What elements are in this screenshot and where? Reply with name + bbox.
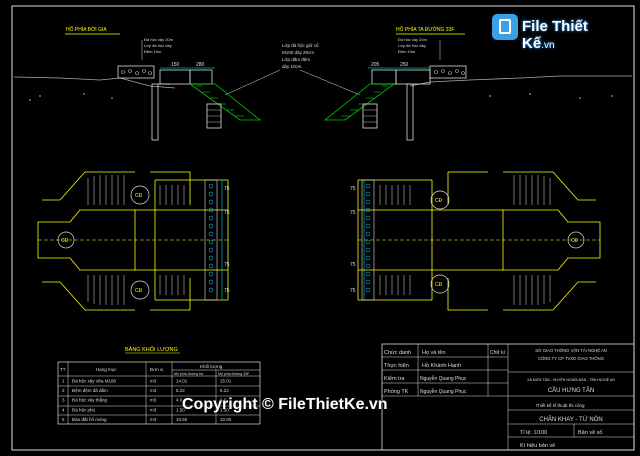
center-note: Lớp đá hộc giữ cố M100 dày 25cm Lớp dăm … <box>224 43 361 96</box>
tb-role-4: Phòng TK <box>384 389 409 395</box>
section-right-title: HỐ PHÍA TA ĐƯỜNG 33F <box>396 26 454 33</box>
center-note-4: dày 10cm <box>282 64 302 69</box>
section-right-note-2: Lớp đá hộc dày <box>398 43 426 48</box>
qt-cell-r2-c5: 5.22 <box>220 388 229 393</box>
qt-cell-r5-c5: 10.00 <box>220 417 232 422</box>
plan-right-dim-3: 75 <box>350 262 356 268</box>
qt-header-item: Hạng mục <box>96 367 117 372</box>
qt-cell-r1-c2: Đá hộc xây vữa M100 <box>72 379 117 384</box>
plan-left-dim-2: 75 <box>224 210 230 216</box>
plan-left-circle-3: CĐ <box>61 238 69 244</box>
plan-left-circle-2: CĐ <box>135 288 143 294</box>
qt-header-unit: Đơn vị <box>150 367 163 372</box>
qt-cell-r5-c2: Đào đất hố móng <box>72 417 107 422</box>
qt-cell-r4-c3: m3 <box>150 407 157 412</box>
plan-right: CĐ CĐ CĐ 75 75 75 75 <box>350 171 601 311</box>
qt-cell-r5-c4: 10.55 <box>176 417 188 422</box>
plan-right-circle-3: CĐ <box>571 238 579 244</box>
plan-right-dim-2: 75 <box>350 210 356 216</box>
qt-cell-r5-c3: m3 <box>150 417 157 422</box>
tb-agency: SỞ GIAO THÔNG VẬN TẢI NGHỆ AN <box>535 348 607 353</box>
tb-drawing-title: CHÂN KHAY - TỨ NÓN <box>539 416 602 423</box>
title-block: Chức danh Họ và tên Chữ kí Thực hiện Hồ … <box>381 343 635 451</box>
tb-design-stage: Thiết kế kĩ thuật thi công <box>535 403 585 408</box>
tb-name-3: Nguyễn Quang Phục <box>420 375 467 382</box>
qt-cell-r1-c3: m3 <box>150 379 157 384</box>
section-right-dim-1: 205 <box>371 62 380 68</box>
section-left-dim-2: 280 <box>196 62 205 68</box>
center-note-3: Lớp dăm đệm <box>282 57 310 62</box>
tb-sheet-no: Bản vẽ số <box>578 430 602 436</box>
qt-cell-r2-c1: 2 <box>62 388 65 393</box>
section-right-note-3: Đệm 10m <box>398 49 416 54</box>
qt-subheader-1: Mố phía đường bờ <box>174 372 204 376</box>
qt-cell-r4-c5: 1.50 <box>220 407 229 412</box>
qt-cell-r3-c2: Đá hộc xây thẳng <box>72 397 108 403</box>
filethietke-logo: File Thiết Kế.vn <box>492 14 616 52</box>
tb-company: CÔNG TY CP TVXD GIAO THÔNG <box>538 356 604 361</box>
qt-cell-r2-c4: 5.22 <box>176 388 185 393</box>
tb-name-1: Họ và tên <box>422 350 446 356</box>
section-left-title: HỐ PHÍA BỜI GIA <box>66 26 107 33</box>
plan-left: CĐ CĐ CĐ 75 75 75 75 <box>37 171 230 311</box>
section-left-note-1: Đá hộc xây 20m <box>144 37 174 42</box>
qt-cell-r4-c2: Đá hộc phủ <box>72 406 96 412</box>
section-left-note-2: Lớp đá hộc dày <box>144 43 172 48</box>
center-note-2: M100 dày 25cm <box>282 50 314 55</box>
tb-name-4: Nguyễn Quang Phục <box>420 388 467 395</box>
qt-cell-r3-c3: m3 <box>150 398 157 403</box>
plan-left-circle-1: CĐ <box>135 193 143 199</box>
section-right-dim-2: 250 <box>400 62 409 68</box>
qt-cell-r2-c2: Đệm đệm đá dăm <box>72 388 108 393</box>
qt-cell-r3-c5: 6.0 <box>220 398 227 403</box>
tb-symbol: Kí hiệu bản vẽ <box>520 443 555 449</box>
plan-left-dim-3: 75 <box>224 262 230 268</box>
tb-project: XÂ ĐIỂN TÂN - HUYỆN NGHĨA ĐÀN - TỈNH NGH… <box>527 377 615 382</box>
tb-scale: Tỉ lệ: 1/100 <box>520 429 547 436</box>
qt-cell-r1-c5: 15.01 <box>220 379 232 384</box>
tb-role-1: Chức danh <box>384 350 411 356</box>
copyright-watermark: Copyright © FileThietKe.vn <box>182 396 388 413</box>
quantity-table: BẢNG KHỐI LƯỢNG TT Hạng mục Đơn vị Khối … <box>57 346 261 425</box>
section-left-note-3: Đệm 10m <box>144 49 162 54</box>
tb-role-3: Kiểm tra <box>384 375 405 382</box>
tb-bridge: CẦU HƯNG TÂN <box>548 387 594 394</box>
tb-sig-1: Chữ kí <box>490 350 506 356</box>
qt-cell-r1-c4: 14.01 <box>176 379 188 384</box>
plan-right-dim-1: 75 <box>350 186 356 192</box>
quantity-table-title: BẢNG KHỐI LƯỢNG <box>125 346 178 353</box>
center-note-1: Lớp đá hộc giữ cố <box>282 43 319 48</box>
qt-cell-r5-c1: 5 <box>62 417 65 422</box>
plan-right-circle-1: CĐ <box>435 198 443 204</box>
logo-text: File Thiết Kế <box>522 18 588 52</box>
qt-cell-r3-c1: 3 <box>62 398 65 403</box>
qt-cell-r2-c3: m3 <box>150 388 157 393</box>
plan-left-dim-1: 75 <box>224 186 230 192</box>
logo-ext: .vn <box>541 40 555 51</box>
tb-role-2: Thực hiện <box>384 363 409 369</box>
plan-right-circle-2: CĐ <box>435 282 443 288</box>
section-right-note-1: Đá hộc xây 20m <box>398 37 428 42</box>
drawing-frame <box>11 5 635 451</box>
tb-name-2: Hồ Khánh Hạnh <box>422 363 461 369</box>
section-left-dim-1: 150 <box>171 62 180 68</box>
qt-cell-r4-c4: 1.50 <box>176 407 185 412</box>
qt-header-qty: Khối lượng <box>200 364 223 369</box>
plan-left-dim-4: 75 <box>224 288 230 294</box>
file-icon <box>492 14 518 40</box>
qt-cell-r3-c4: 4.0 <box>176 398 183 403</box>
plan-right-dim-4: 75 <box>350 288 356 294</box>
qt-header-tt: TT <box>60 367 66 372</box>
section-left: HỐ PHÍA BỜI GIA 150 280 Đá hộc xây 20m <box>13 26 262 141</box>
qt-subheader-2: Mố phía đường 33F <box>218 372 249 376</box>
qt-cell-r4-c1: 4 <box>62 407 65 412</box>
qt-cell-r1-c1: 1 <box>62 379 65 384</box>
section-right: HỐ PHÍA TA ĐƯỜNG 33F 205 250 Đá hộc xây … <box>323 26 632 141</box>
